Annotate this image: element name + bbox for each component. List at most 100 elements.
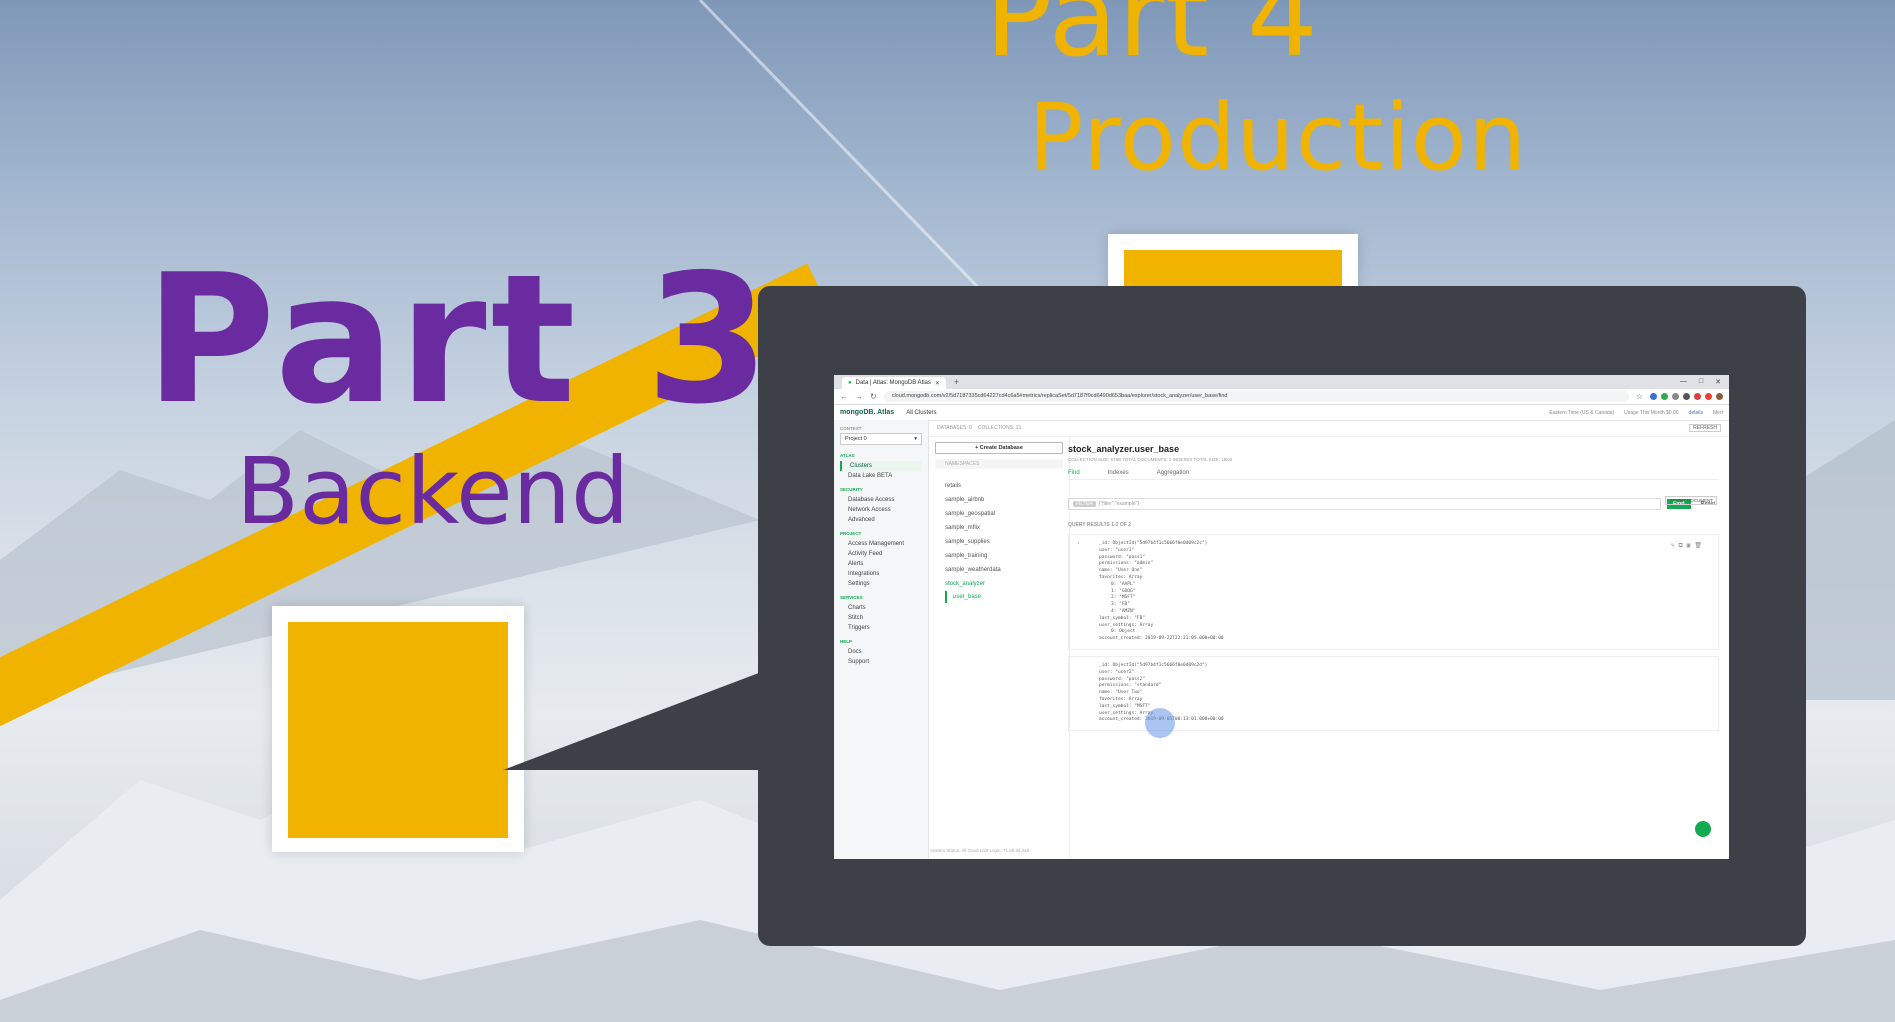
avatar[interactable] xyxy=(1716,393,1723,400)
database-item[interactable]: sample_geospatial xyxy=(945,511,996,517)
doc-line[interactable]: user_settings: Array xyxy=(1099,622,1154,628)
collection-tabs: Find Indexes Aggregation xyxy=(1068,470,1719,480)
sidebar-item-alerts[interactable]: Alerts xyxy=(848,561,864,567)
doc-line: 4: "AMZN" xyxy=(1111,608,1136,614)
extension-icon[interactable] xyxy=(1705,393,1712,400)
chevron-down-icon: ▾ xyxy=(914,436,917,442)
sidebar-item-support[interactable]: Support xyxy=(848,659,870,665)
insert-document-button[interactable]: INSERT DOCUMENT xyxy=(1665,496,1717,505)
sidebar-item-stitch[interactable]: Stitch xyxy=(848,615,864,621)
namespace-search-input[interactable]: NAMESPACES xyxy=(935,459,1063,469)
star-icon[interactable]: ☆ xyxy=(1635,392,1643,401)
mongodb-logo[interactable]: mongoDB. Atlas xyxy=(840,409,895,416)
maximize-icon[interactable]: □ xyxy=(1698,378,1704,385)
user-menu[interactable]: Mert xyxy=(1713,409,1723,416)
doc-line: password: "pass2" xyxy=(1099,676,1146,682)
database-item[interactable]: retails xyxy=(945,483,962,489)
edit-icon[interactable]: ✎ xyxy=(1670,542,1679,549)
doc-line[interactable]: favorites: Array xyxy=(1099,574,1143,580)
collection-stats: COLLECTION SIZE: 578B TOTAL DOCUMENTS: 2… xyxy=(1068,457,1233,462)
reload-icon[interactable]: ↻ xyxy=(870,392,877,401)
database-item[interactable]: sample_training xyxy=(945,553,988,559)
sidebar-item-docs[interactable]: Docs xyxy=(848,649,862,655)
all-clusters-link[interactable]: All Clusters xyxy=(906,409,937,416)
leaf-icon: ● xyxy=(848,380,852,386)
back-icon[interactable]: ← xyxy=(840,392,848,401)
sidebar-section-help: HELP xyxy=(840,639,853,644)
doc-line: 3: "FB" xyxy=(1111,602,1130,608)
address-bar: ← → ↻ cloud.mongodb.com/v2/5d7187335cd64… xyxy=(834,389,1729,405)
sidebar-item-charts[interactable]: Charts xyxy=(848,605,866,611)
minimize-icon[interactable]: — xyxy=(1679,378,1687,385)
doc-line[interactable]: 0: Object xyxy=(1111,629,1136,635)
part-3-heading: Part 3 xyxy=(145,236,774,443)
doc-line: 0: "AAPL" xyxy=(1111,581,1136,587)
sidebar-item-activity-feed[interactable]: Activity Feed xyxy=(848,551,883,557)
tab-find[interactable]: Find xyxy=(1068,470,1080,476)
sidebar-item-data-lake[interactable]: Data Lake BETA xyxy=(848,473,893,479)
left-yellow-card xyxy=(272,606,524,852)
extension-icon[interactable] xyxy=(1672,393,1679,400)
database-pane: + Create Database NAMESPACES retails sam… xyxy=(929,436,1070,859)
sidebar-item-network-access[interactable]: Network Access xyxy=(848,507,891,513)
sidebar-item-clusters[interactable]: Clusters xyxy=(840,461,922,471)
sidebar-section-atlas: ATLAS xyxy=(840,453,855,458)
database-item[interactable]: sample_airbnb xyxy=(945,497,985,503)
copy-icon[interactable]: ⧉ xyxy=(1678,542,1687,549)
sidebar-item-database-access[interactable]: Database Access xyxy=(848,497,895,503)
filter-input[interactable]: FILTER{"filter":"example"} xyxy=(1068,498,1662,510)
forward-icon[interactable]: → xyxy=(855,392,863,401)
extension-icon[interactable] xyxy=(1694,393,1701,400)
doc-line: name: "User One" xyxy=(1099,568,1143,574)
doc-line: user: "user2" xyxy=(1099,669,1135,675)
details-link[interactable]: details xyxy=(1688,409,1703,416)
breadcrumb: DATABASES: 9 COLLECTIONS: 21 REFRESH xyxy=(929,420,1729,437)
collection-item-active[interactable]: user_base xyxy=(945,591,1063,603)
delete-icon[interactable]: 🗑 xyxy=(1694,542,1706,549)
database-item-active[interactable]: stock_analyzer xyxy=(945,581,986,587)
database-item[interactable]: sample_mflix xyxy=(945,525,981,531)
url-field[interactable]: cloud.mongodb.com/v2/5d7187335cd64227cd4… xyxy=(883,391,1629,402)
doc-line: _id: ObjectId("5d97b4f1c5666f0e0d09c2d") xyxy=(1099,662,1208,668)
browser-tab[interactable]: ● Data | Atlas: MongoDB Atlas ✕ xyxy=(842,377,946,389)
clone-icon[interactable]: ▣ xyxy=(1686,542,1695,549)
new-tab-icon[interactable]: + xyxy=(953,377,960,387)
time-zone[interactable]: Eastern Time (US & Canada) xyxy=(1549,409,1615,416)
sidebar-item-integrations[interactable]: Integrations xyxy=(848,571,880,577)
tab-bar: ● Data | Atlas: MongoDB Atlas ✕ + — □ ✕ xyxy=(834,375,1729,389)
doc-line[interactable]: favorites: Array xyxy=(1099,696,1143,702)
sidebar-item-triggers[interactable]: Triggers xyxy=(848,625,870,631)
collection-count: COLLECTIONS: 21 xyxy=(977,425,1022,431)
sidebar-item-access-management[interactable]: Access Management xyxy=(848,541,905,547)
browser-window: ● Data | Atlas: MongoDB Atlas ✕ + — □ ✕ … xyxy=(834,375,1729,859)
create-database-button[interactable]: + Create Database xyxy=(935,442,1063,454)
doc-line: password: "pass1" xyxy=(1099,554,1146,560)
document-card: › ✎⧉▣🗑 _id: ObjectId("5d97b4f1c5666f0e0d… xyxy=(1068,534,1719,650)
tab-aggregation[interactable]: Aggregation xyxy=(1156,470,1190,476)
tab-title: Data | Atlas: MongoDB Atlas xyxy=(855,380,931,386)
database-item[interactable]: sample_weatherdata xyxy=(945,567,1001,573)
extension-icon[interactable] xyxy=(1650,393,1657,400)
extension-icons xyxy=(1650,393,1723,400)
status-footer: System Status: All Good Last Login: 71.5… xyxy=(930,848,1030,853)
sidebar-item-advanced[interactable]: Advanced xyxy=(848,517,875,523)
extension-icon[interactable] xyxy=(1683,393,1690,400)
expand-icon[interactable]: › xyxy=(1077,541,1080,546)
database-item[interactable]: sample_supplies xyxy=(945,539,990,545)
production-heading: Production xyxy=(1028,84,1528,191)
project-select[interactable]: Project 0▾ xyxy=(840,433,922,445)
doc-line: permissions: "admin" xyxy=(1099,561,1154,567)
part-4-heading: Part 4 xyxy=(985,0,1319,82)
close-tab-icon[interactable]: ✕ xyxy=(934,380,940,387)
refresh-button[interactable]: REFRESH xyxy=(1689,424,1721,432)
doc-line[interactable]: user_settings: Array xyxy=(1099,710,1154,716)
sidebar-section-security: SECURITY xyxy=(840,487,863,492)
sidebar-item-settings[interactable]: Settings xyxy=(848,581,870,587)
tab-indexes[interactable]: Indexes xyxy=(1107,470,1129,476)
usage: Usage This Month $0.00 xyxy=(1624,409,1679,416)
close-window-icon[interactable]: ✕ xyxy=(1715,379,1721,386)
filter-tag: FILTER xyxy=(1073,501,1096,507)
chat-icon[interactable] xyxy=(1695,821,1711,837)
extension-icon[interactable] xyxy=(1661,393,1668,400)
